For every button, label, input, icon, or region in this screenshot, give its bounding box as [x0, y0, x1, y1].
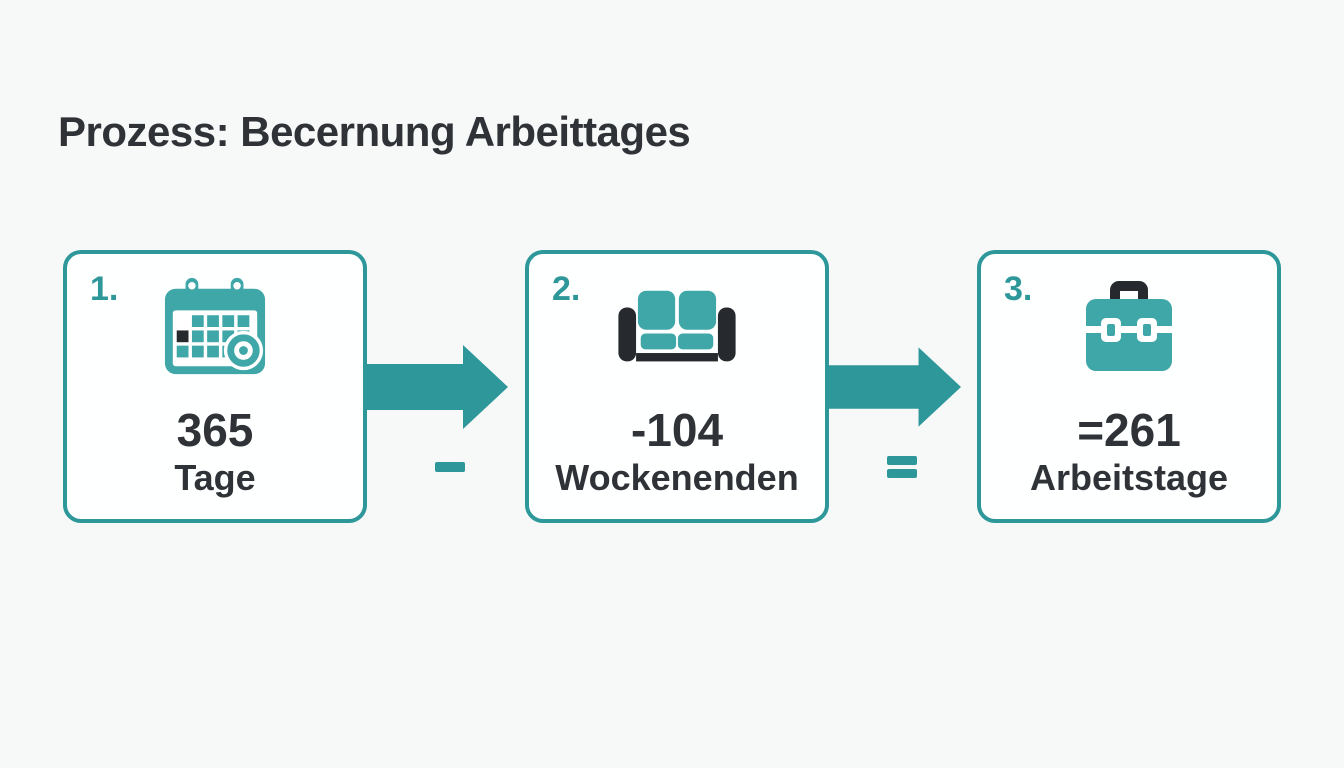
page-title: Prozess: Becernung Arbeittages [58, 108, 691, 155]
arrow-right-icon [366, 345, 508, 429]
step-label: Arbeitstage [1029, 457, 1229, 498]
step-box-weekends: 2. -104 Wockenenden [525, 250, 829, 523]
step-value: 365 [176, 404, 254, 456]
step-number: 3. [1004, 270, 1033, 308]
step-number: 2. [552, 270, 581, 308]
briefcase-icon [981, 274, 1277, 380]
equals-operator [887, 456, 917, 478]
arrow-right-icon [827, 347, 961, 427]
step-label: Tage [174, 457, 256, 498]
operator-bar [435, 462, 465, 472]
calendar-icon [67, 274, 363, 380]
step-value: -104 [630, 404, 724, 456]
step-value: =261 [1077, 404, 1181, 456]
minus-operator [435, 462, 465, 472]
step-box-days: 1. [63, 250, 367, 523]
step-box-workdays: 3. =261 Arbeitstage [977, 250, 1281, 523]
step-number: 1. [90, 270, 119, 308]
operator-bar [887, 456, 917, 465]
sofa-icon [529, 274, 825, 380]
step-label: Wockenenden [555, 457, 799, 498]
operator-bar [887, 469, 917, 478]
